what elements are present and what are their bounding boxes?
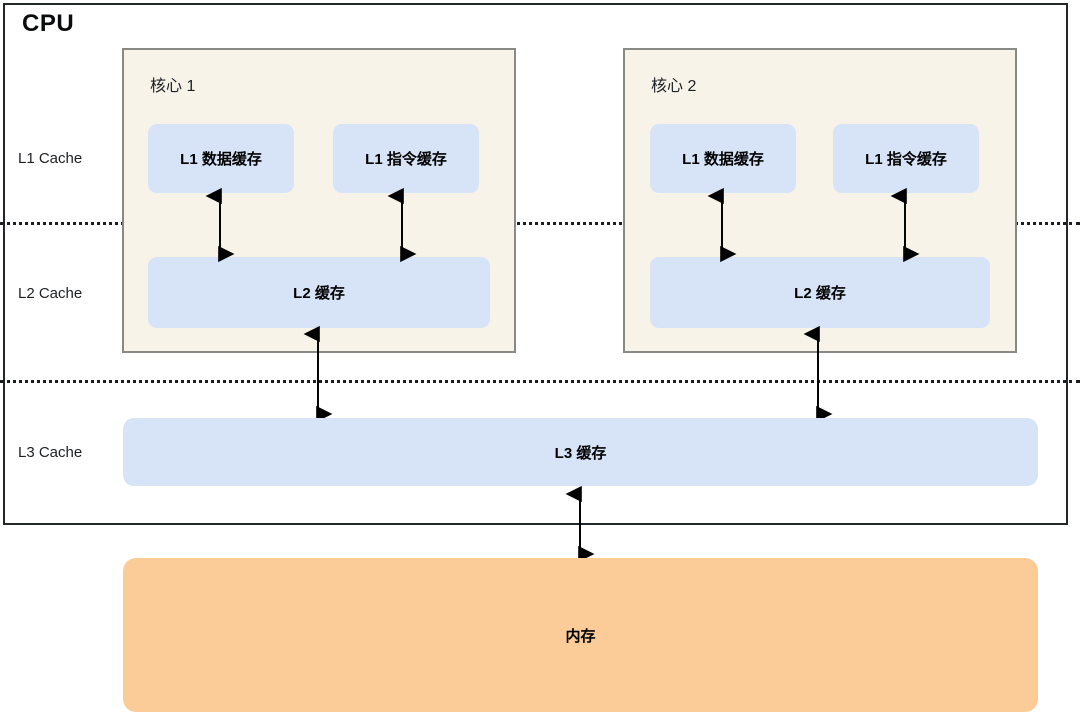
- arrow-core1-l2-l3: [303, 325, 333, 423]
- core-1-l1-instruction-cache: L1 指令缓存: [333, 124, 479, 193]
- arrow-core2-l1data-l2: [707, 187, 737, 263]
- tier-label-l3-cache: L3 Cache: [18, 444, 83, 461]
- separator-l1-l2: [0, 222, 1080, 225]
- arrow-core1-l1data-l2: [205, 187, 235, 263]
- arrow-l3-memory: [565, 485, 595, 563]
- arrow-core2-l2-l3: [803, 325, 833, 423]
- core-1-l2-cache: L2 缓存: [148, 257, 490, 328]
- tier-label-l2-cache: L2 Cache: [18, 285, 83, 302]
- cpu-title: CPU: [22, 10, 75, 37]
- arrow-core1-l1instr-l2: [387, 187, 417, 263]
- core-2-title: 核心 2: [651, 78, 697, 95]
- arrow-core2-l1instr-l2: [890, 187, 920, 263]
- core-2-l2-cache: L2 缓存: [650, 257, 990, 328]
- core-2-l1-instruction-cache: L1 指令缓存: [833, 124, 979, 193]
- memory-block: 内存: [123, 558, 1038, 712]
- separator-l2-l3: [0, 380, 1080, 383]
- l3-cache-block: L3 缓存: [123, 418, 1038, 486]
- core-1-title: 核心 1: [150, 78, 196, 95]
- tier-label-l1-cache: L1 Cache: [18, 150, 83, 167]
- core-2-l1-data-cache: L1 数据缓存: [650, 124, 796, 193]
- core-1-l1-data-cache: L1 数据缓存: [148, 124, 294, 193]
